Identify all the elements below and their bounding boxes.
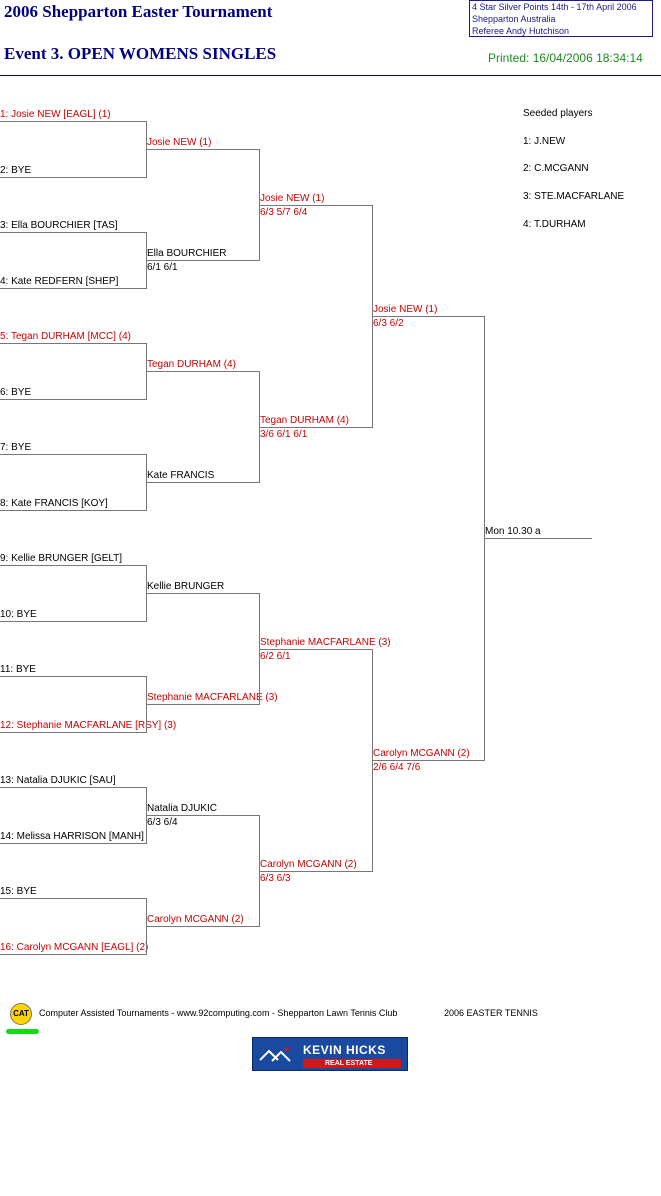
round1-line — [0, 676, 146, 677]
seed-item: 3: STE.MACFARLANE — [523, 191, 625, 202]
house-icon — [259, 1047, 291, 1062]
round1-entry: 10: BYE — [0, 609, 37, 620]
round1-line — [0, 454, 146, 455]
round1-line — [0, 232, 146, 233]
round3-winner: Tegan DURHAM (4) — [260, 415, 349, 426]
tournament-title: 2006 Shepparton Easter Tournament — [4, 2, 273, 21]
round3-winner: Carolyn MCGANN (2) — [260, 859, 357, 870]
round1-entry: 14: Melissa HARRISON [MANH] — [0, 831, 144, 842]
sponsor-sub-bar — [303, 1059, 401, 1068]
info-line-location: Shepparton Australia — [472, 14, 556, 24]
round1-entry: 8: Kate FRANCIS [KOY] — [0, 498, 108, 509]
round2-line — [146, 926, 259, 927]
round1-entry: 6: BYE — [0, 387, 32, 398]
round3-score: 6/3 5/7 6/4 — [260, 207, 308, 218]
round3-line — [259, 427, 372, 428]
round2-winner: Tegan DURHAM (4) — [147, 359, 236, 370]
sponsor-name: KEVIN HICKS — [303, 1043, 386, 1057]
round2-winner: Carolyn MCGANN (2) — [147, 914, 244, 925]
round3-score: 6/3 6/3 — [260, 873, 291, 884]
round1-line — [0, 787, 146, 788]
round1-line — [0, 399, 146, 400]
round2-line — [146, 371, 259, 372]
round2-line — [146, 149, 259, 150]
round1-line — [0, 510, 146, 511]
round1-line — [0, 121, 146, 122]
event-title: Event 3. OPEN WOMENS SINGLES — [4, 44, 277, 63]
final-line — [484, 538, 592, 539]
round1-line — [0, 843, 146, 844]
round1-line — [0, 621, 146, 622]
round2-score: 6/3 6/4 — [147, 817, 178, 828]
seed-item: 4: T.DURHAM — [523, 219, 586, 230]
round1-entry: 1: Josie NEW [EAGL] (1) — [0, 109, 111, 120]
round1-entry: 2: BYE — [0, 165, 32, 176]
round1-entry: 13: Natalia DJUKIC [SAU] — [0, 775, 116, 786]
cat-logo-icon: CAT — [10, 1003, 32, 1025]
round2-line — [146, 815, 259, 816]
round1-line — [0, 288, 146, 289]
round3-line — [259, 871, 372, 872]
round1-entry: 9: Kellie BRUNGER [GELT] — [0, 553, 123, 564]
round4-line — [372, 316, 484, 317]
round3-score: 3/6 6/1 6/1 — [260, 429, 308, 440]
cat-logo-bar — [6, 1029, 39, 1034]
round4-score: 6/3 6/2 — [373, 318, 404, 329]
info-line-points: 4 Star Silver Points 14th - 17th April 2… — [472, 2, 637, 12]
round1-line — [0, 732, 146, 733]
printed-timestamp: Printed: 16/04/2006 18:34:14 — [488, 51, 643, 65]
round3-winner: Stephanie MACFARLANE (3) — [260, 637, 391, 648]
round2-winner: Ella BOURCHIER — [147, 248, 227, 259]
final-schedule: Mon 10.30 a — [485, 526, 541, 537]
round1-line — [0, 565, 146, 566]
round2-winner: Josie NEW (1) — [147, 137, 212, 148]
sponsor-banner[interactable]: KEVIN HICKS REAL ESTATE — [252, 1037, 408, 1071]
round4-winner: Josie NEW (1) — [373, 304, 438, 315]
round1-line — [0, 343, 146, 344]
round3-winner: Josie NEW (1) — [260, 193, 325, 204]
round3-line — [259, 649, 372, 650]
round1-entry: 15: BYE — [0, 886, 37, 897]
round1-entry: 16: Carolyn MCGANN [EAGL] (2) — [0, 942, 149, 953]
round1-entry: 11: BYE — [0, 664, 36, 675]
footer-tournament: 2006 EASTER TENNIS — [444, 1008, 538, 1018]
round2-line — [146, 260, 259, 261]
round2-winner: Stephanie MACFARLANE (3) — [147, 692, 278, 703]
seeds-heading: Seeded players — [523, 108, 593, 119]
round1-entry: 12: Stephanie MACFARLANE [RSY] (3) — [0, 720, 177, 731]
round4-winner: Carolyn MCGANN (2) — [373, 748, 470, 759]
round2-winner: Kate FRANCIS — [147, 470, 215, 481]
header-divider — [0, 75, 661, 76]
round4-line — [372, 760, 484, 761]
seed-item: 2: C.MCGANN — [523, 163, 589, 174]
round1-line — [0, 177, 146, 178]
round2-winner: Kellie BRUNGER — [147, 581, 225, 592]
round1-entry: 7: BYE — [0, 442, 32, 453]
round4-score: 2/6 6/4 7/6 — [373, 762, 421, 773]
footer-credit: Computer Assisted Tournaments - www.92co… — [39, 1008, 398, 1018]
round2-winner: Natalia DJUKIC — [147, 803, 218, 814]
round1-entry: 3: Ella BOURCHIER [TAS] — [0, 220, 118, 231]
info-line-referee: Referee Andy Hutchison — [472, 26, 570, 36]
round1-entry: 5: Tegan DURHAM [MCC] (4) — [0, 331, 131, 342]
round1-entry: 4: Kate REDFERN [SHEP] — [0, 276, 119, 287]
round3-score: 6/2 6/1 — [260, 651, 291, 662]
round2-line — [146, 593, 259, 594]
round3-line — [259, 205, 372, 206]
sponsor-subtitle: REAL ESTATE — [325, 1060, 373, 1067]
round1-line — [0, 898, 146, 899]
round2-line — [146, 482, 259, 483]
round2-line — [146, 704, 259, 705]
seed-item: 1: J.NEW — [523, 136, 566, 147]
round1-line — [0, 954, 146, 955]
round2-score: 6/1 6/1 — [147, 262, 178, 273]
tournament-info-box: 4 Star Silver Points 14th - 17th April 2… — [469, 0, 653, 37]
